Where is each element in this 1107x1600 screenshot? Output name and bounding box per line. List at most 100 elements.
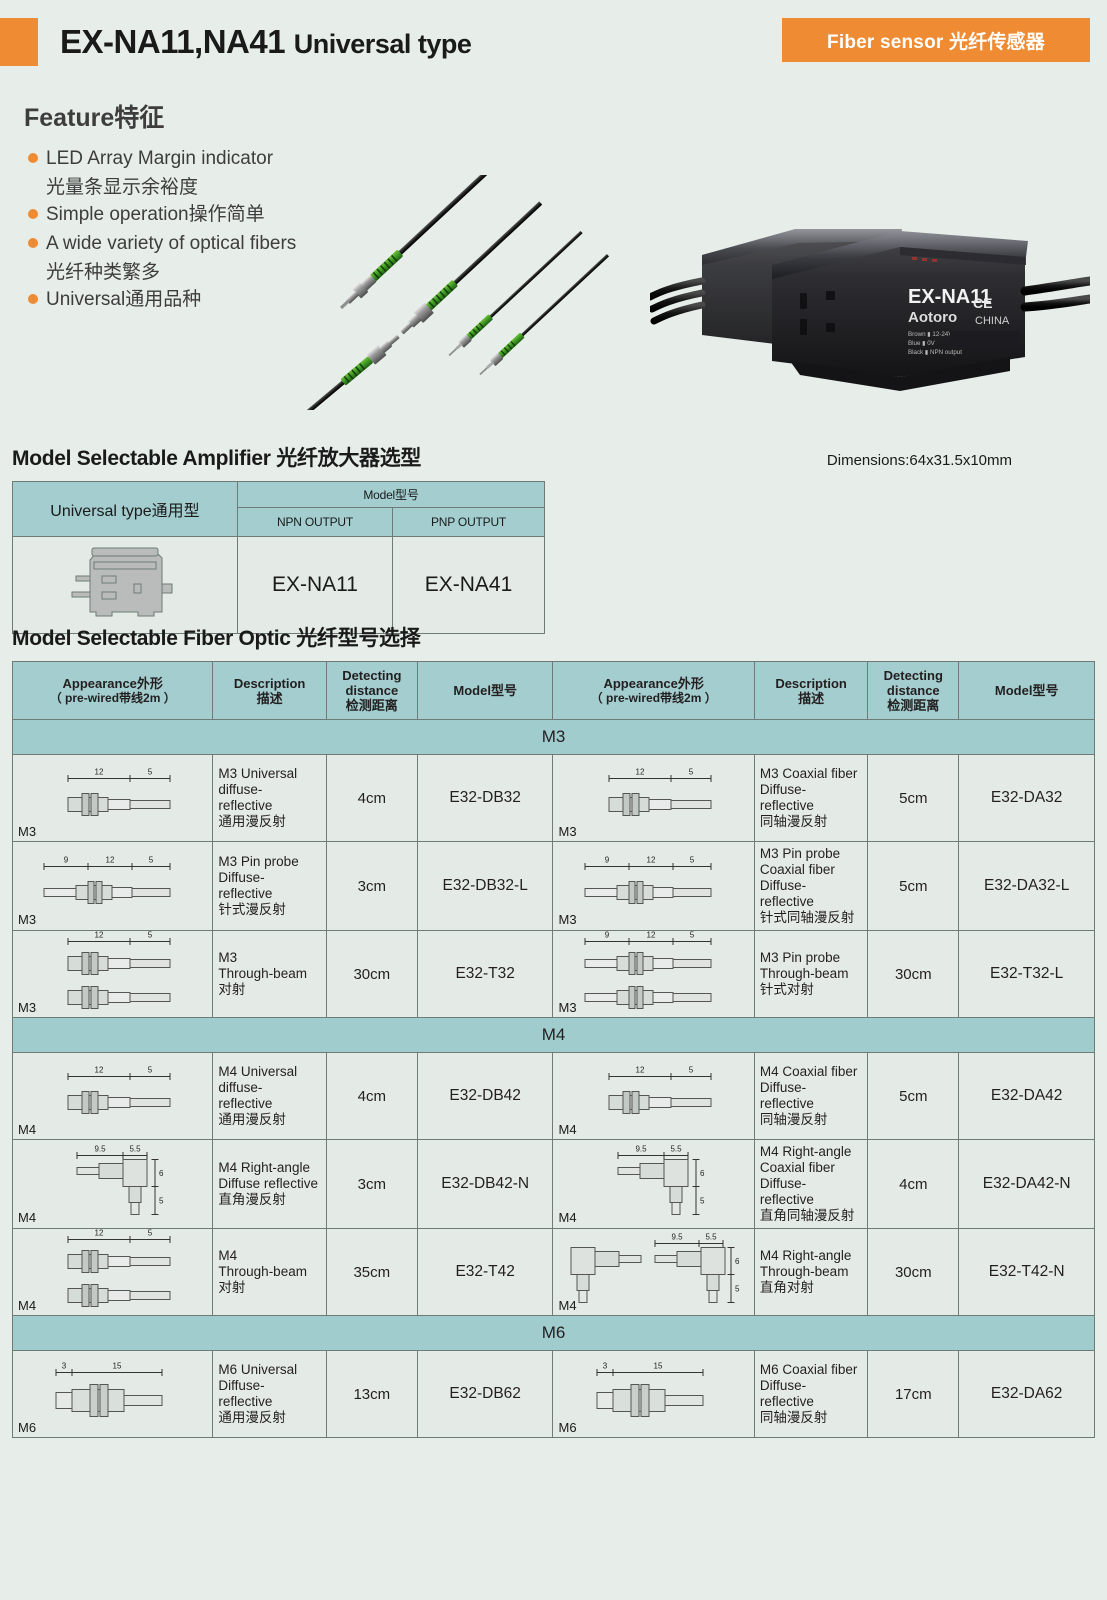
description-line: M3 Pin probe — [759, 950, 841, 965]
svg-text:Brown ▮ 12-24VDC: Brown ▮ 12-24VDC — [908, 331, 962, 338]
group-band-row: M6 — [12, 1315, 1095, 1351]
appearance-drawing: 9.5 5.5 6 5 M4 — [553, 1141, 753, 1227]
description-line: Diffuse reflective — [218, 1176, 318, 1191]
description-line: Coaxial fiber — [759, 862, 835, 877]
page-title-type: Universal type — [293, 29, 472, 59]
col-description-right-cn: 描述 — [798, 690, 825, 706]
svg-text:9: 9 — [604, 856, 609, 865]
amp-header-appearance: Universal type通用型 — [12, 481, 238, 537]
svg-text:5: 5 — [159, 1197, 164, 1206]
description-line: M3 Pin probe — [759, 846, 841, 861]
bullet-icon — [28, 238, 38, 248]
appearance-cell: 9 12 5 M3 — [11, 841, 214, 931]
svg-text:5: 5 — [735, 1285, 740, 1294]
fiber-title-cn: 光纤型号选择 — [296, 627, 421, 650]
description-line: Diffuse- — [218, 870, 265, 885]
description-line: Through-beam — [759, 1264, 849, 1279]
col-detecting-right-cn: 检测距离 — [887, 698, 940, 713]
appearance-cell: 9.5 5.5 6 5 M4 — [552, 1228, 755, 1316]
svg-text:3: 3 — [602, 1362, 607, 1371]
detecting-distance-cell: 30cm — [867, 930, 960, 1018]
detecting-distance-cell: 30cm — [325, 930, 418, 1018]
svg-text:5: 5 — [147, 931, 152, 940]
bullet-icon — [28, 209, 38, 219]
col-appearance-left: Appearance外形 （ pre-wired带线2m ） — [11, 661, 214, 720]
detecting-distance-cell: 4cm — [325, 754, 418, 842]
thread-size-label: M3 — [18, 824, 37, 839]
feature-text-en: Universal通用品种 — [46, 289, 202, 310]
description-line: 同轴漫反射 — [759, 1410, 828, 1425]
appearance-drawing: 9 12 5 M3 — [553, 931, 753, 1017]
feature-item: Simple operation操作简单 — [24, 201, 404, 228]
sensor-outline-icon: 9 12 5 — [579, 847, 729, 926]
group-band-label: M3 — [12, 719, 1095, 755]
description-line: Through-beam — [218, 966, 307, 981]
col-appearance-right: Appearance外形 （ pre-wired带线2m ） — [552, 661, 755, 720]
photo-model-label: EX-NA11 — [908, 286, 991, 308]
sensor-outline-icon: 3 15 — [579, 1355, 729, 1434]
appearance-cell: 3 15 M6 — [11, 1350, 214, 1438]
detecting-distance-cell: 5cm — [867, 841, 960, 931]
svg-text:9: 9 — [63, 856, 68, 865]
svg-text:5: 5 — [689, 856, 694, 865]
appearance-cell: 12 5 M3 — [11, 930, 214, 1018]
sensor-outline-icon: 12 5 — [38, 1057, 188, 1136]
dimensions-note: Dimensions:64x31.5x10mm — [826, 452, 1012, 469]
detecting-distance-cell: 5cm — [867, 1052, 960, 1140]
description-line: reflective — [218, 1096, 273, 1111]
thread-size-label: M3 — [18, 912, 37, 927]
svg-text:12: 12 — [646, 931, 655, 940]
col-model-right: Model型号 — [958, 661, 1095, 720]
description-line: Through-beam — [759, 966, 849, 981]
svg-text:12: 12 — [94, 768, 103, 777]
col-description-right-en: Description — [775, 675, 847, 691]
description-line: M6 Universal — [218, 1362, 298, 1377]
description-line: Diffuse- — [759, 1080, 807, 1095]
detecting-distance-cell: 17cm — [867, 1350, 960, 1438]
svg-text:5: 5 — [147, 1066, 152, 1075]
table-row: Universal type通用型 Model型号 — [12, 481, 545, 537]
amplifier-outline-icon — [71, 547, 173, 616]
col-description-left-cn: 描述 — [256, 690, 283, 706]
thread-size-label: M4 — [18, 1298, 37, 1313]
detecting-distance-cell: 3cm — [325, 1139, 418, 1229]
svg-text:5: 5 — [688, 768, 693, 777]
description-line: Coaxial fiber — [759, 1160, 835, 1175]
header-title-plate — [38, 18, 763, 66]
appearance-cell: 9.5 5.5 6 5 M4 — [11, 1139, 214, 1229]
model-cell: E32-T42 — [416, 1228, 554, 1316]
svg-text:5: 5 — [147, 768, 152, 777]
description-line: Diffuse- — [759, 878, 807, 893]
svg-text:12: 12 — [105, 856, 114, 865]
feature-text-cn: 光纤种类繁多 — [46, 262, 161, 283]
description-line: M4 — [218, 1248, 238, 1263]
col-description-left-en: Description — [233, 675, 306, 691]
sensor-outline-icon: 9.5 5.5 6 5 — [559, 1224, 749, 1321]
svg-text:Blue ▮ 0V: Blue ▮ 0V — [908, 340, 936, 347]
svg-text:3: 3 — [61, 1362, 66, 1371]
feature-section: Feature特征 LED Array Margin indicator 光量条… — [24, 98, 404, 315]
model-cell: E32-DB62 — [416, 1350, 554, 1438]
description-line: reflective — [759, 1096, 814, 1111]
svg-text:6: 6 — [735, 1257, 740, 1266]
detecting-distance-cell: 4cm — [867, 1139, 960, 1229]
col-detecting-left-en: Detecting distance — [342, 668, 402, 698]
svg-text:9.5: 9.5 — [635, 1145, 647, 1154]
amp-header-npn: NPN OUTPUT — [237, 507, 393, 537]
thread-size-label: M3 — [558, 912, 577, 927]
amp-appearance-cell — [12, 536, 238, 634]
feature-text-en: Simple operation操作简单 — [46, 204, 265, 225]
svg-text:5.5: 5.5 — [670, 1145, 682, 1154]
appearance-cell: 12 5 M3 — [552, 754, 755, 842]
description-line: M3 Universal — [218, 766, 298, 781]
description-line: reflective — [759, 894, 814, 909]
